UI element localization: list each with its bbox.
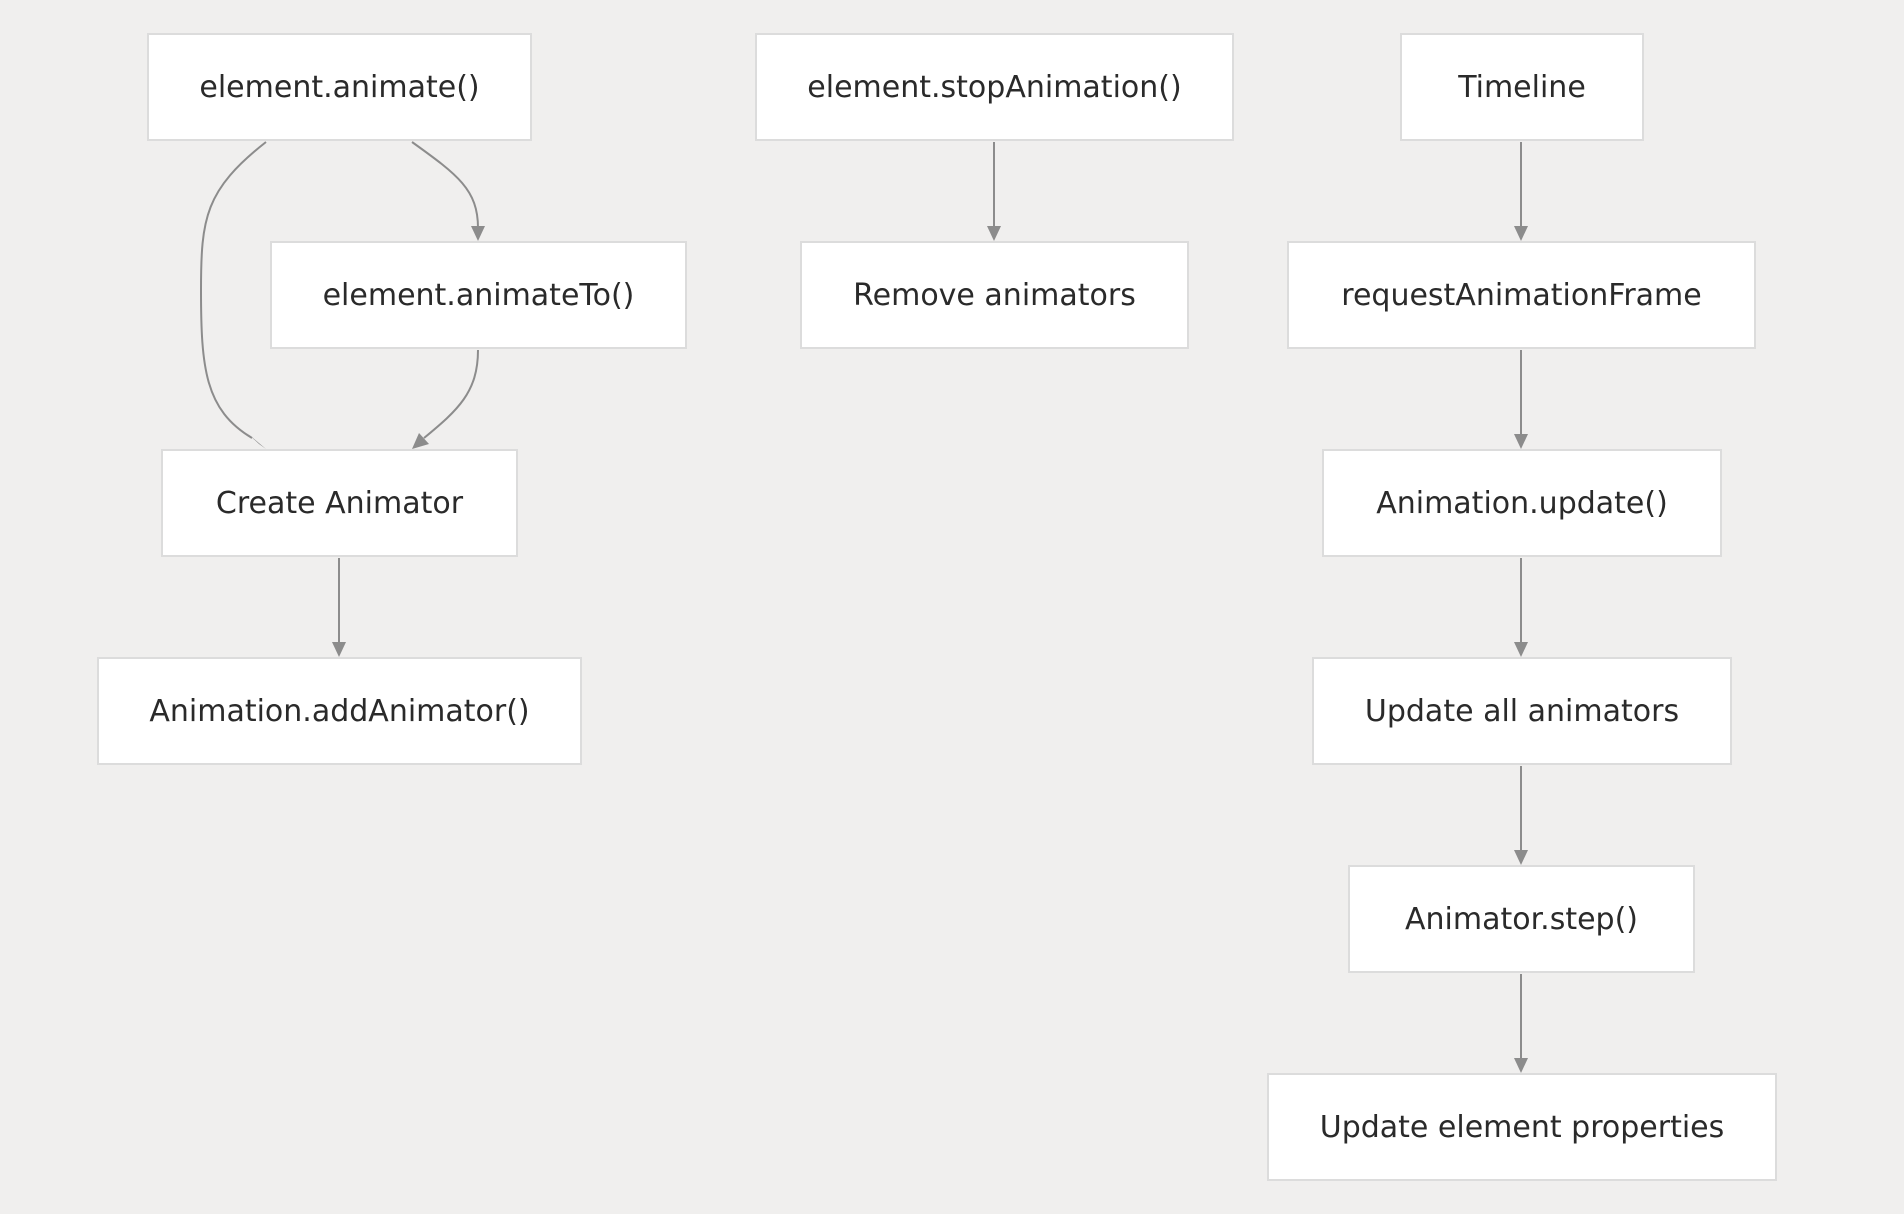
edge-animate-to-create-animator [199, 141, 267, 439]
node-label: element.animate() [199, 69, 480, 105]
node-label: element.stopAnimation() [807, 69, 1182, 105]
arrowhead [332, 642, 346, 657]
edge-animate-to-animateTo [411, 141, 479, 229]
arrowhead [1514, 850, 1528, 865]
node-label: Remove animators [853, 277, 1136, 313]
node-label: Timeline [1458, 69, 1586, 105]
node-element-animate: element.animate() [147, 33, 532, 141]
arrowhead [1514, 1058, 1528, 1073]
node-animator-step: Animator.step() [1348, 865, 1695, 973]
node-update-element-properties: Update element properties [1267, 1073, 1777, 1181]
node-timeline: Timeline [1400, 33, 1644, 141]
arrowhead [412, 433, 429, 449]
node-create-animator: Create Animator [161, 449, 518, 557]
node-label: Animation.update() [1376, 485, 1668, 521]
arrowhead [247, 433, 266, 449]
node-element-animate-to: element.animateTo() [270, 241, 687, 349]
node-request-animation-frame: requestAnimationFrame [1287, 241, 1756, 349]
node-label: Create Animator [215, 485, 464, 521]
node-label: Update all animators [1364, 693, 1680, 729]
node-label: Animation.addAnimator() [149, 693, 530, 729]
node-label: Update element properties [1319, 1109, 1725, 1145]
node-remove-animators: Remove animators [800, 241, 1189, 349]
node-label: element.animateTo() [322, 277, 635, 313]
edge-animateTo-to-create-animator [423, 349, 479, 439]
node-animation-update: Animation.update() [1322, 449, 1722, 557]
node-update-all-animators: Update all animators [1312, 657, 1732, 765]
arrowhead [1514, 434, 1528, 449]
node-label: requestAnimationFrame [1341, 277, 1702, 313]
node-animation-add-animator: Animation.addAnimator() [97, 657, 582, 765]
arrowhead [1514, 226, 1528, 241]
node-element-stop-animation: element.stopAnimation() [755, 33, 1234, 141]
arrowhead [987, 226, 1001, 241]
node-label: Animator.step() [1404, 901, 1638, 937]
arrowhead [1514, 642, 1528, 657]
arrowhead [471, 226, 485, 241]
